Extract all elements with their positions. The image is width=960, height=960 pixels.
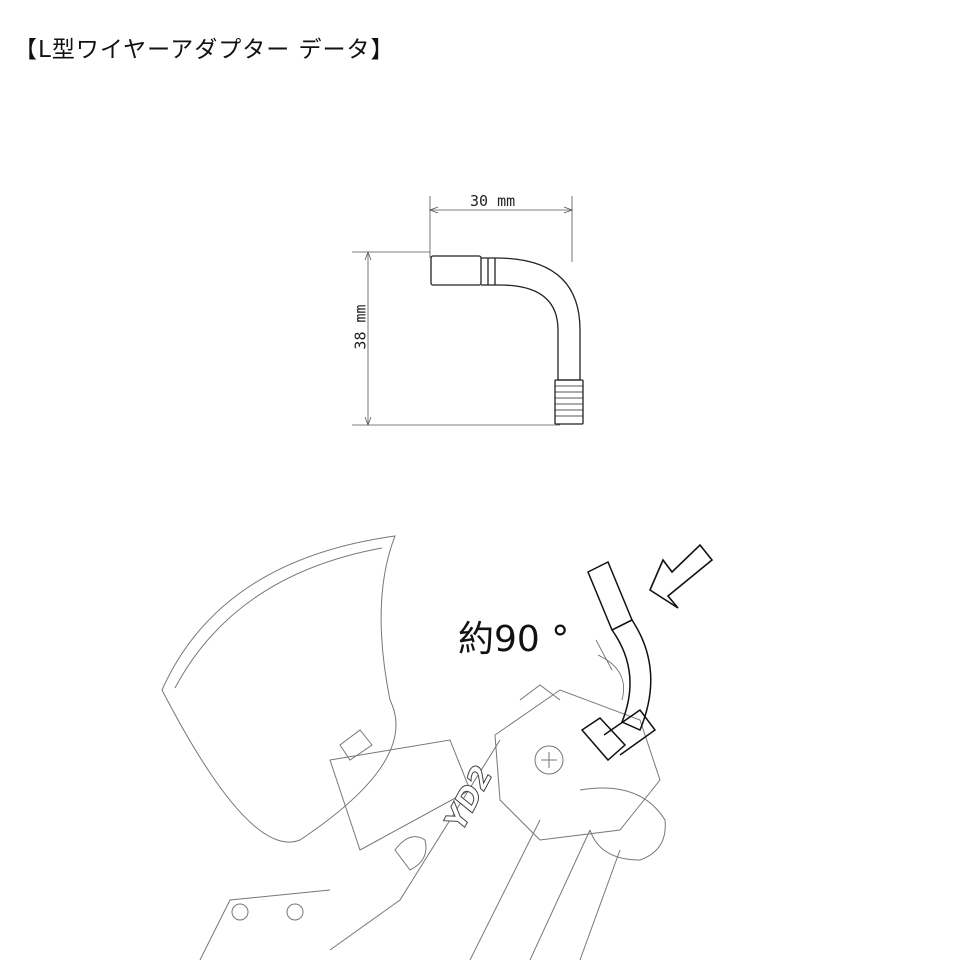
page-title: 【L型ワイヤーアダプター データ】: [14, 37, 395, 63]
direction-arrow-icon: [648, 543, 714, 609]
angle-arc: [595, 639, 624, 701]
mounted-adapter-icon: [580, 560, 657, 762]
height-dimension-label: 38 mm: [351, 304, 370, 350]
dimension-lines: [352, 196, 574, 427]
horn-device-illustration: [161, 535, 666, 960]
angle-label: 約90 °: [458, 619, 570, 660]
width-dimension-label: 30 mm: [470, 192, 516, 210]
l-adapter-icon: [430, 255, 584, 425]
